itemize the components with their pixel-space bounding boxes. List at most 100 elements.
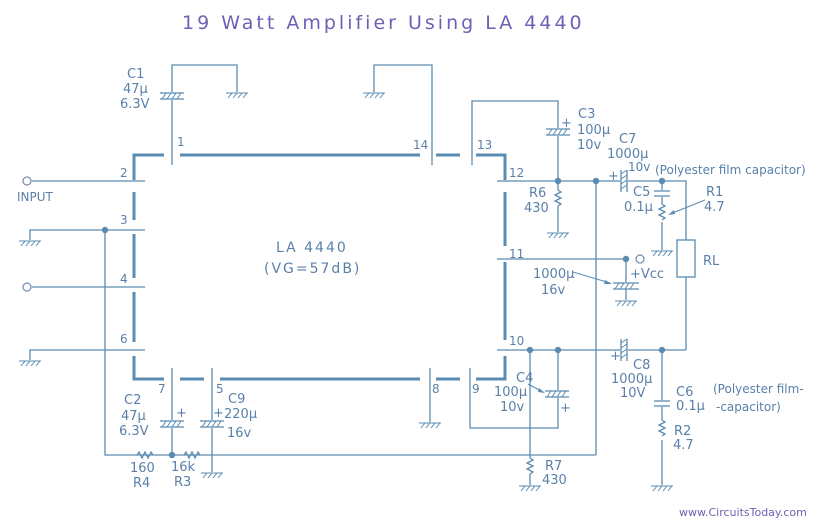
r2-resistor (657, 419, 667, 437)
c2-capacitor (160, 420, 184, 428)
c8-plus: + (610, 349, 621, 364)
chip-name: LA 4440 (276, 240, 348, 256)
c1-value: 47µ (123, 82, 148, 97)
ground-icon (19, 240, 41, 247)
input-label: INPUT (17, 190, 54, 204)
r2-name: R2 (674, 424, 691, 439)
c5-name: C5 (633, 185, 650, 200)
ground-icon (363, 92, 385, 99)
r3-value: 16k (171, 460, 196, 475)
ground-icon (547, 232, 569, 239)
c2-plus: + (176, 406, 187, 421)
ground-icon (226, 92, 248, 99)
c8-value: 1000µ (611, 372, 652, 387)
c4-rating: 10v (500, 400, 525, 415)
chip-gain: (VG=57dB) (264, 261, 361, 277)
c9-capacitor (200, 420, 224, 428)
c9-rating: 16v (227, 426, 252, 441)
c7-plus: + (608, 169, 619, 184)
vcc-terminal (635, 254, 645, 264)
input-terminal (22, 176, 32, 186)
c2-rating: 6.3V (119, 424, 149, 439)
r4-value: 160 (130, 461, 155, 476)
r7-name: R7 (545, 459, 562, 474)
ground-icon (651, 485, 673, 492)
c8-name: C8 (633, 358, 650, 373)
ground-icon (19, 360, 41, 367)
c3-rating: 10v (577, 138, 602, 153)
ground-icon (201, 472, 223, 479)
r7-resistor (525, 457, 535, 475)
r7-value: 430 (542, 473, 567, 488)
c3-value: 100µ (577, 123, 610, 138)
pin-3-label: 3 (120, 213, 128, 227)
c4-pointer-arrow (527, 383, 545, 393)
c9-plus: + (213, 406, 224, 421)
pin-11-label: 11 (509, 247, 524, 261)
pin-8-label: 8 (432, 382, 440, 396)
c5-note: (Polyester film capacitor) (655, 163, 806, 177)
c5-value: 0.1µ (624, 200, 653, 215)
c3-plus: + (561, 116, 572, 131)
c6-value: 0.1µ (676, 399, 705, 414)
supply-cap-value: 1000µ (533, 267, 574, 282)
vcc-label: +Vcc (630, 267, 664, 282)
c6-name: C6 (676, 385, 693, 400)
r1-pointer-arrow (668, 199, 706, 215)
c4-plus: + (560, 401, 571, 416)
r3-name: R3 (174, 475, 191, 490)
pin-12-label: 12 (509, 166, 524, 180)
c9-name: C9 (228, 392, 245, 407)
c2-name: C2 (124, 393, 141, 408)
c8-capacitor (620, 338, 628, 361)
ground-symbols (19, 92, 673, 492)
r6-resistor (553, 189, 563, 207)
supply-capacitor (613, 282, 639, 290)
c7-capacitor (620, 169, 628, 192)
c5-capacitor (654, 190, 670, 197)
pin-13-label: 13 (477, 138, 492, 152)
pin-2-label: 2 (120, 166, 128, 180)
c7-name: C7 (619, 132, 636, 147)
pin-5-label: 5 (216, 382, 224, 396)
c1-capacitor (160, 92, 184, 100)
ic-outline (132, 153, 507, 381)
diagram-title: 19 Watt Amplifier Using LA 4440 (182, 12, 585, 34)
pin-10-label: 10 (509, 334, 524, 348)
wires (29, 64, 687, 485)
r1-resistor (657, 203, 667, 221)
r1-value: 4.7 (704, 200, 725, 215)
c1-rating: 6.3V (120, 97, 150, 112)
r4-resistor (136, 450, 154, 460)
junction-dots (101, 177, 666, 459)
r6-value: 430 (524, 201, 549, 216)
c4-value: 100µ (494, 385, 527, 400)
pin-6-label: 6 (120, 332, 128, 346)
pin-1-label: 1 (177, 135, 185, 149)
c2-value: 47µ (121, 409, 146, 424)
pin-7-label: 7 (158, 382, 166, 396)
c7-value: 1000µ (607, 147, 648, 162)
supply-cap-pointer-arrow (572, 271, 612, 284)
c3-name: C3 (578, 107, 595, 122)
r1-name: R1 (706, 185, 723, 200)
pin-4-label: 4 (120, 272, 128, 286)
pin-9-label: 9 (472, 382, 480, 396)
ground-icon (615, 300, 637, 307)
rl-load-resistor (676, 239, 696, 278)
c3-capacitor (546, 128, 570, 136)
c7-rating: 10v (628, 160, 650, 174)
ground-icon (519, 485, 541, 492)
website-credit: www.CircuitsToday.com (679, 506, 807, 519)
r3-resistor (183, 450, 201, 460)
c1-name: C1 (127, 67, 144, 82)
c4-capacitor (545, 390, 569, 398)
r6-name: R6 (529, 186, 546, 201)
c4-name: C4 (516, 371, 533, 386)
input-terminal-2 (22, 282, 32, 292)
r2-value: 4.7 (673, 438, 694, 453)
c9-value: 220µ (224, 407, 257, 422)
c6-note-line2: -capacitor) (716, 400, 781, 414)
c6-capacitor (654, 400, 670, 407)
